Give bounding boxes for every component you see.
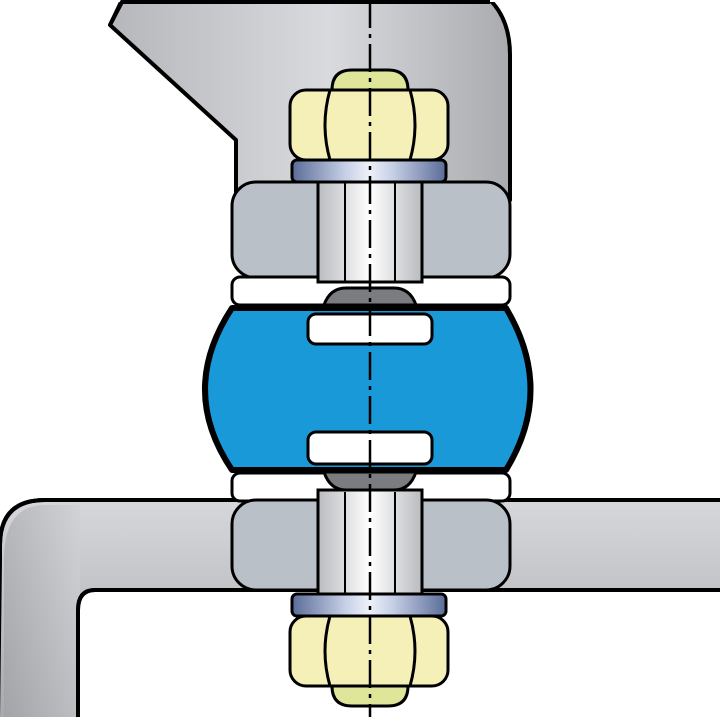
lower-frame-inner-shade <box>4 505 80 717</box>
rubber-bushing <box>202 305 534 473</box>
bolt-spacer-upper <box>321 286 419 307</box>
